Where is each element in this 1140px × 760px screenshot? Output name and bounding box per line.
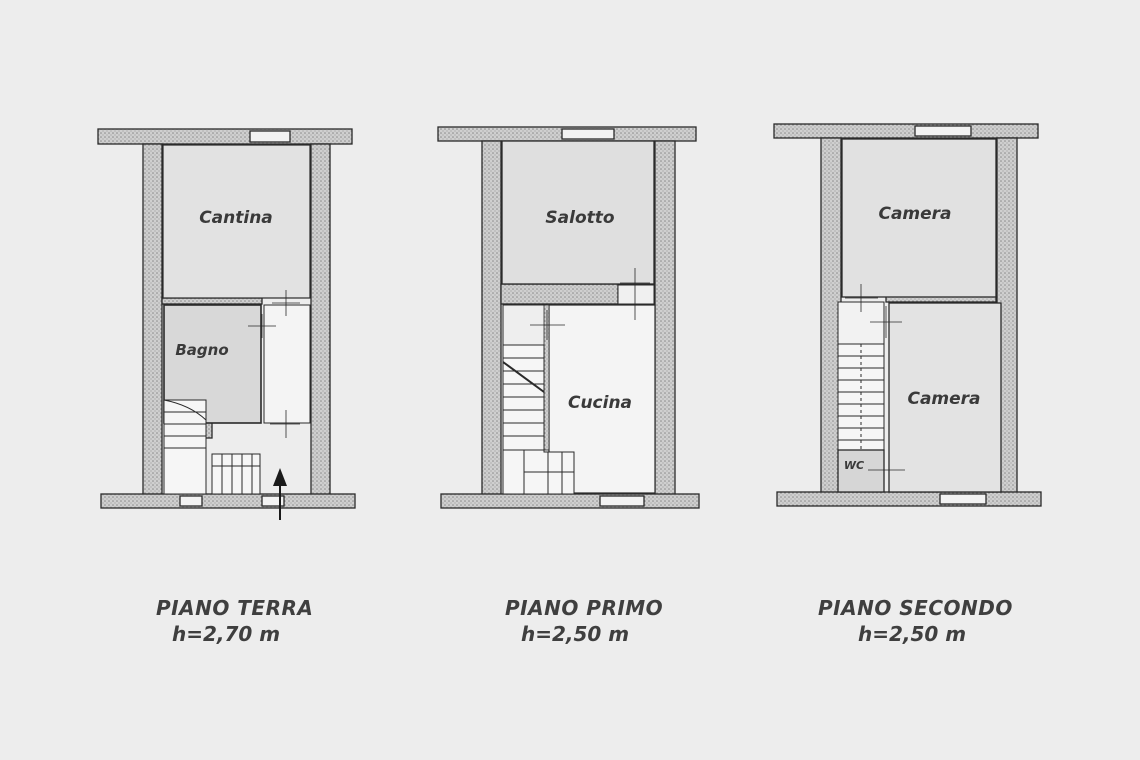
crosshair-marks (248, 290, 300, 438)
walls (97, 128, 356, 509)
room-salotto (501, 140, 655, 285)
floor-height: h=2,50 m (521, 622, 630, 646)
room-disimpegno (263, 304, 311, 424)
room-label-camera-bottom: Camera (907, 389, 980, 409)
stairs (502, 344, 575, 495)
plan-piano-secondo: Camera Camera WC (773, 123, 1042, 507)
floor-height: h=2,70 m (172, 622, 281, 646)
walls (437, 126, 700, 509)
caption-piano-primo: PIANO PRIMO h=2,50 m (505, 596, 663, 646)
wall-divider (543, 304, 550, 451)
room-wc (837, 449, 885, 493)
entrance-arrow-icon (273, 468, 287, 520)
crosshair-marks (845, 284, 905, 484)
caption-piano-terra: PIANO TERRA h=2,70 m (156, 596, 313, 646)
landing (617, 284, 655, 305)
floor-name: PIANO TERRA (156, 596, 314, 620)
room-camera-top (841, 138, 997, 298)
plan-piano-terra: Cantina Bagno (97, 128, 356, 520)
room-label-cucina: Cucina (568, 393, 632, 413)
floor-name: PIANO PRIMO (505, 596, 664, 620)
plan-piano-primo: Salotto Cucina (437, 126, 700, 509)
stairs (837, 343, 885, 451)
room-label-salotto: Salotto (545, 208, 614, 228)
floor-name: PIANO SECONDO (818, 596, 1013, 620)
room-label-cantina: Cantina (199, 208, 273, 228)
room-cantina (162, 144, 311, 299)
stairs (163, 399, 261, 495)
room-label-camera-top: Camera (878, 204, 951, 224)
floor-height: h=2,50 m (858, 622, 967, 646)
room-camera-bottom (888, 302, 1002, 493)
room-label-wc: WC (844, 459, 864, 472)
room-label-bagno: Bagno (175, 341, 228, 359)
caption-piano-secondo: PIANO SECONDO h=2,50 m (818, 596, 1013, 646)
crosshair-marks (530, 268, 650, 340)
